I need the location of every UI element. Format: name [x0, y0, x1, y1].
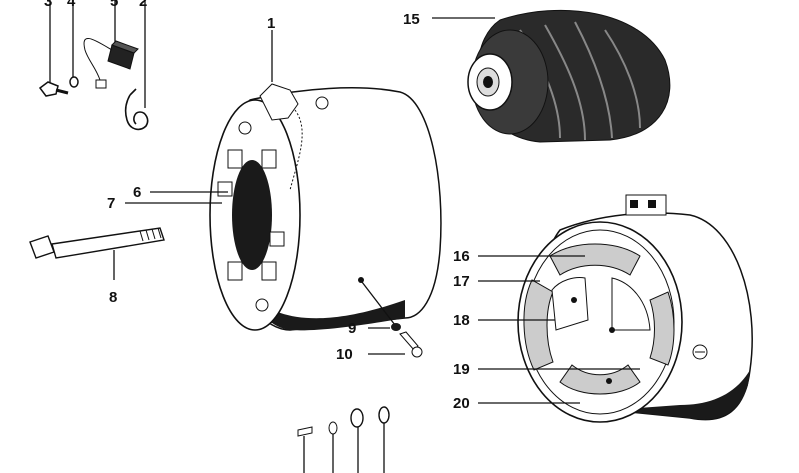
callout-6: 6: [133, 184, 141, 201]
armature-part-15: [432, 9, 671, 143]
callout-leaders-housing: [125, 30, 273, 204]
brush-spring-part-2: [124, 0, 149, 131]
screw-part-9: [361, 281, 401, 331]
callout-1: 1: [267, 15, 275, 32]
lock-washer-part-4: [69, 0, 79, 88]
small-parts-bottom: [297, 406, 390, 473]
screw-part-3: [38, 0, 69, 97]
field-housing: [517, 194, 753, 423]
screw-part-10: [368, 331, 423, 358]
through-bolt-part-8: [29, 227, 165, 280]
callout-20: 20: [453, 395, 470, 412]
callout-10: 10: [336, 346, 353, 363]
callout-19: 19: [453, 361, 470, 378]
callout-15: 15: [403, 11, 420, 28]
callout-5: 5: [110, 0, 118, 10]
callout-3: 3: [44, 0, 52, 10]
callout-9: 9: [348, 320, 356, 337]
callout-leaders-field: [478, 255, 640, 404]
carbon-brush-part-5: [83, 0, 139, 89]
callout-7: 7: [107, 195, 115, 212]
callout-16: 16: [453, 248, 470, 265]
callout-18: 18: [453, 312, 470, 329]
callout-17: 17: [453, 273, 470, 290]
callout-4: 4: [67, 0, 76, 10]
end-housing: [209, 83, 442, 331]
callout-8: 8: [109, 289, 117, 306]
callout-2: 2: [139, 0, 147, 10]
